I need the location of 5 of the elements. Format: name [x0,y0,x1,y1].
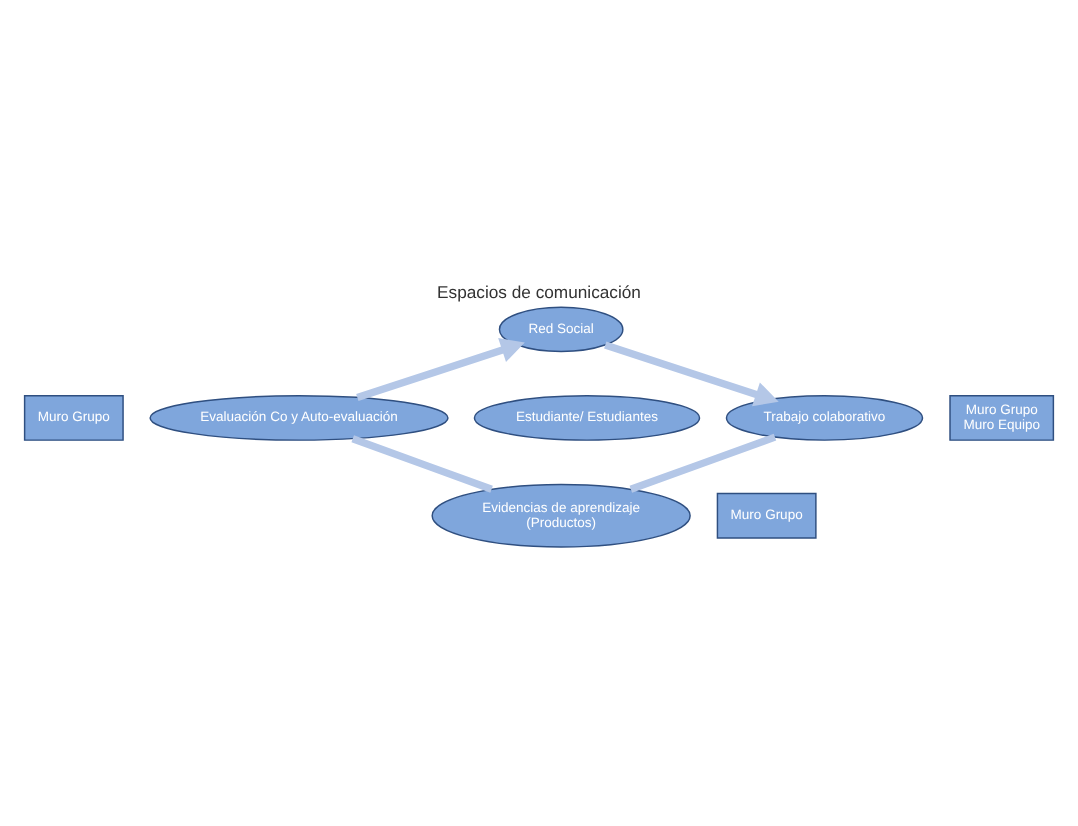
arrow [604,341,779,407]
connector [351,435,493,493]
arrow [356,338,525,402]
diagram-title: Espacios de comunicación [437,281,641,302]
connector [629,433,777,493]
